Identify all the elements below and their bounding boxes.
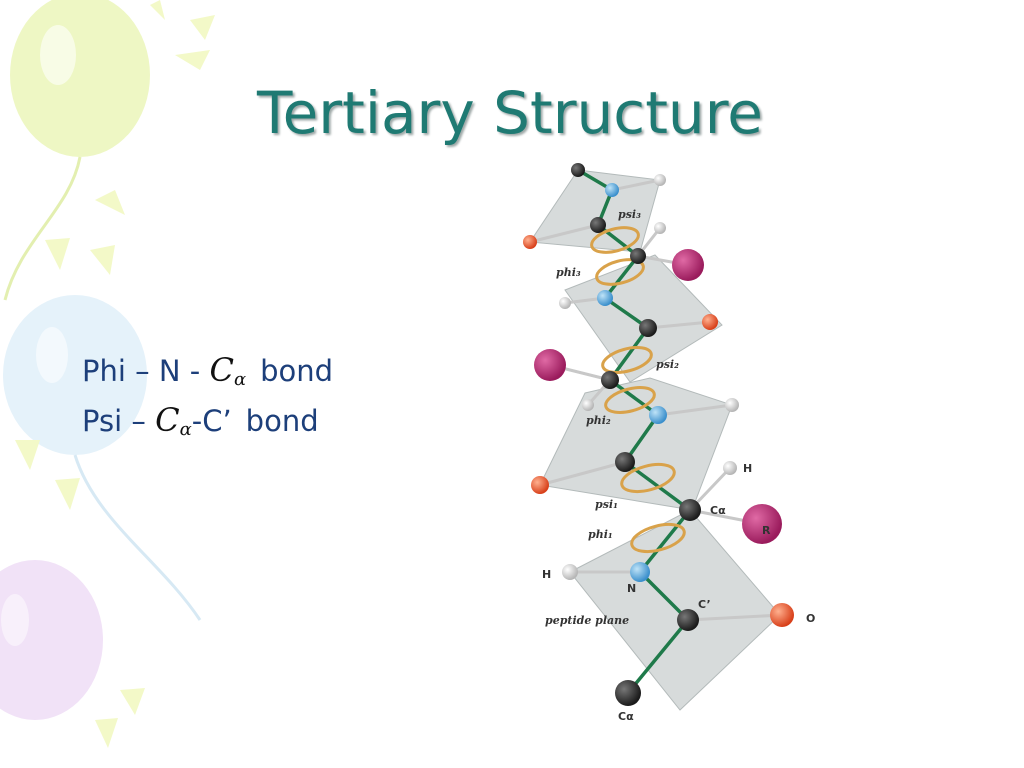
diagram-labels: psi₃ phi₃ psi₂ phi₂ psi₁ phi₁ peptide pl… [542,208,815,723]
nitrogen-atom [597,290,613,306]
c-alpha-label: Cα [710,504,726,517]
atoms [523,163,794,706]
carbon-alpha-atom [601,371,619,389]
hydrogen-atom [559,297,571,309]
psi3-label: psi₃ [618,208,641,221]
carbonyl-carbon-atom [677,609,699,631]
balloon-lavender [0,560,103,720]
bond-rotation-rings [590,226,686,554]
r-group-atom [534,349,566,381]
c-alpha-symbol: Cα [155,401,192,440]
peptide-planes [529,169,781,711]
psi2-label: psi₂ [656,358,679,371]
r-group-atom [742,504,782,544]
hydrogen-atom [582,399,594,411]
hydrogen-atom [723,461,737,475]
hydrogen-atom [562,564,578,580]
carbon-atom [590,217,606,233]
psi1-label: psi₁ [595,498,618,511]
slide-title: Tertiary Structure [257,79,763,147]
n-label: N [627,582,636,595]
psi-prefix: Psi – [82,404,156,438]
oxygen-atom [531,476,549,494]
carbon-alpha-atom [615,680,641,706]
hydrogen-atom [654,222,666,234]
hydrogen-atom [725,398,739,412]
r-label: R [762,524,771,537]
phi-suffix: bond [260,354,334,388]
nitrogen-atom [630,562,650,582]
carbon-alpha-atom [630,248,646,264]
o-label: O [806,612,815,625]
carbon-alpha-atom [679,499,701,521]
c-prime-label: C’ [698,598,711,611]
balloon-light-blue [3,295,147,455]
psi-suffix: bond [245,404,319,438]
phi-prefix: Phi – N - [82,354,210,388]
balloon-yellow-green [10,0,150,157]
carbon-atom [571,163,585,177]
phi1-label: phi₁ [588,528,613,541]
oxygen-atom [702,314,718,330]
r-group-atom [672,249,704,281]
phi3-label: phi₃ [556,266,581,279]
c-alpha-bottom-label: Cα [618,710,634,723]
carbon-atom [615,452,635,472]
psi-mid: -C’ [191,404,232,438]
nitrogen-atom [649,406,667,424]
c-alpha-symbol: Cα [209,351,247,390]
oxygen-atom [523,235,537,249]
h-alpha-label: H [743,462,752,475]
h-n-label: H [542,568,551,581]
nitrogen-atom [605,183,619,197]
phi2-label: phi₂ [586,414,611,427]
carbon-atom [639,319,657,337]
peptide-plane-label: peptide plane [545,614,629,627]
hydrogen-atom [654,174,666,186]
oxygen-atom [770,603,794,627]
peptide-backbone-diagram: psi₃ phi₃ psi₂ phi₂ psi₁ phi₁ peptide pl… [523,163,815,723]
psi-definition: Psi – Cα-C’ bond [82,404,319,439]
sun-rays [15,0,215,748]
